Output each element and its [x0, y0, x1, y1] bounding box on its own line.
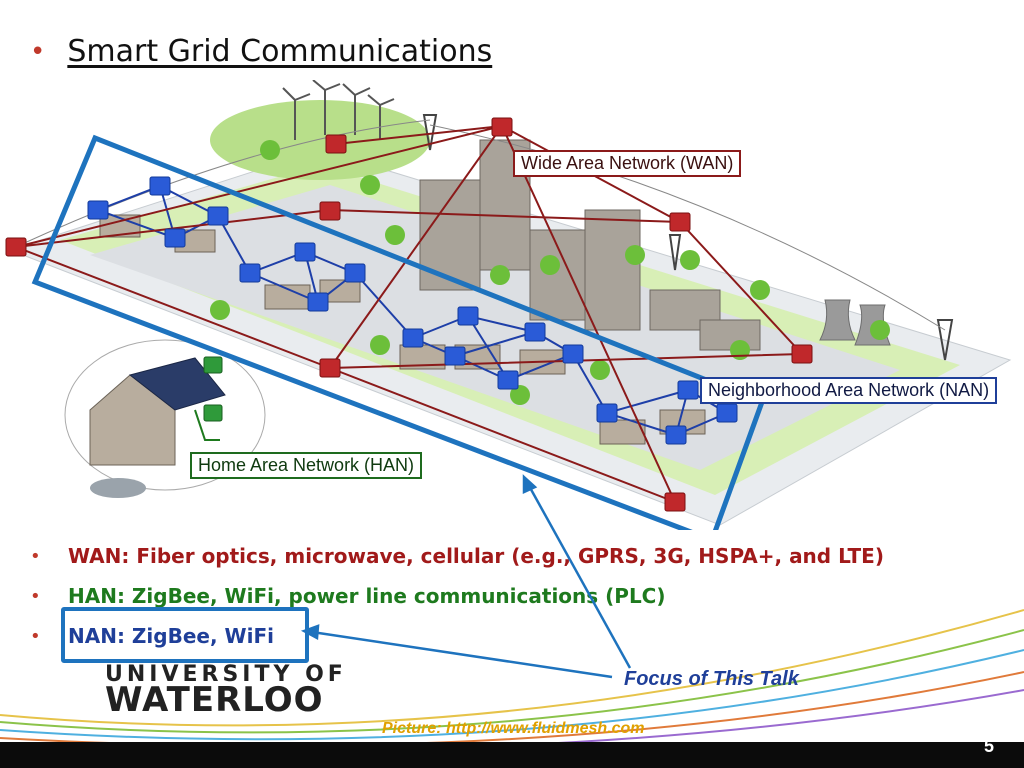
- callout-arrows: [300, 474, 632, 679]
- nan-label: Neighborhood Area Network (NAN): [700, 377, 998, 404]
- power-lines: [19, 119, 946, 331]
- bullet-nan-text: NAN: ZigBee, WiFi: [68, 624, 274, 648]
- wan-label: Wide Area Network (WAN): [513, 150, 742, 177]
- han-label: Home Area Network (HAN): [190, 452, 423, 479]
- smart-grid-illustration: [5, 80, 1012, 530]
- bullet-dot: •: [30, 585, 41, 607]
- wind-turbines: [282, 80, 395, 140]
- university-logo-line2: WATERLOO: [105, 680, 324, 720]
- bullet-list: • WAN: Fiber optics, microwave, cellular…: [30, 536, 884, 656]
- hill: [210, 100, 430, 180]
- bullet-nan: • NAN: ZigBee, WiFi: [30, 616, 884, 656]
- wan-nodes: [5, 117, 813, 512]
- page-number: 5: [984, 736, 995, 756]
- bullet-han-text: HAN: ZigBee, WiFi, power line communicat…: [68, 584, 666, 608]
- bullet-wan: • WAN: Fiber optics, microwave, cellular…: [30, 536, 884, 576]
- footer-bar: [0, 742, 1024, 768]
- han-nodes: [203, 356, 223, 422]
- slide-title: Smart Grid Communications: [67, 34, 493, 69]
- trees: [210, 140, 890, 405]
- university-logo-line1: UNIVERSITY OF: [105, 662, 347, 687]
- bullet-han: • HAN: ZigBee, WiFi, power line communic…: [30, 576, 884, 616]
- focus-callout: Focus of This Talk: [624, 668, 799, 690]
- title-row: • Smart Grid Communications: [30, 34, 492, 69]
- bullet-dot: •: [30, 625, 41, 647]
- han-inset: [64, 339, 266, 498]
- bullet-wan-text: WAN: Fiber optics, microwave, cellular (…: [68, 544, 884, 568]
- nan-highlight-box: [61, 607, 309, 663]
- nan-nodes: [87, 176, 738, 445]
- picture-credit: Picture: http://www.fluidmesh.com: [382, 720, 645, 737]
- title-bullet: •: [30, 36, 46, 67]
- bullet-dot: •: [30, 545, 41, 567]
